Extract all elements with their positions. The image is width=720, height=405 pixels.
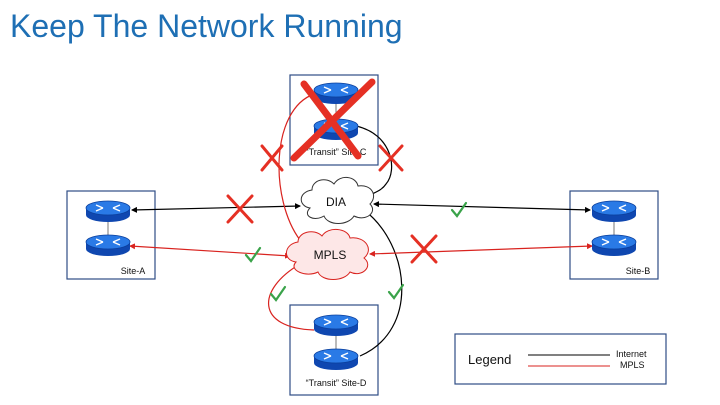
site-a-label: Site-A xyxy=(121,266,146,276)
legend: Legend Internet MPLS xyxy=(454,333,667,385)
red-x-mark-icon xyxy=(290,78,376,162)
site-b-label: Site-B xyxy=(626,266,651,276)
dia-cloud-label: DIA xyxy=(326,195,346,209)
red-x-mark-icon xyxy=(410,234,438,264)
router-icon xyxy=(591,234,637,257)
router-icon xyxy=(591,200,637,223)
legend-internet-label: Internet xyxy=(616,349,647,359)
mpls-link-site-b xyxy=(369,243,593,257)
red-x-mark-icon xyxy=(226,194,254,224)
mpls-link-site-d xyxy=(267,263,315,331)
green-check-mark-icon xyxy=(244,246,262,263)
router-icon xyxy=(85,234,131,257)
mpls-cloud-label: MPLS xyxy=(314,248,347,262)
green-check-mark-icon xyxy=(450,201,468,218)
dia-cloud: DIA xyxy=(300,177,374,224)
red-x-mark-icon xyxy=(378,144,404,172)
green-check-mark-icon xyxy=(269,285,287,302)
mpls-link-site-c xyxy=(278,93,315,241)
mpls-link-site-a xyxy=(129,243,291,259)
router-icon xyxy=(85,200,131,223)
page-title: Keep The Network Running xyxy=(10,8,403,44)
red-x-mark-icon xyxy=(260,144,284,172)
legend-mpls-label: MPLS xyxy=(620,360,645,370)
internet-link-site-c xyxy=(355,125,393,195)
internet-link-site-b xyxy=(373,201,591,213)
router-icon xyxy=(313,348,359,371)
internet-link-site-a xyxy=(131,203,301,213)
green-check-mark-icon xyxy=(387,283,405,300)
site-d-label: “Transit” Site-D xyxy=(306,378,367,388)
router-icon xyxy=(313,314,359,337)
mpls-cloud: MPLS xyxy=(286,229,369,280)
legend-title: Legend xyxy=(468,352,511,367)
